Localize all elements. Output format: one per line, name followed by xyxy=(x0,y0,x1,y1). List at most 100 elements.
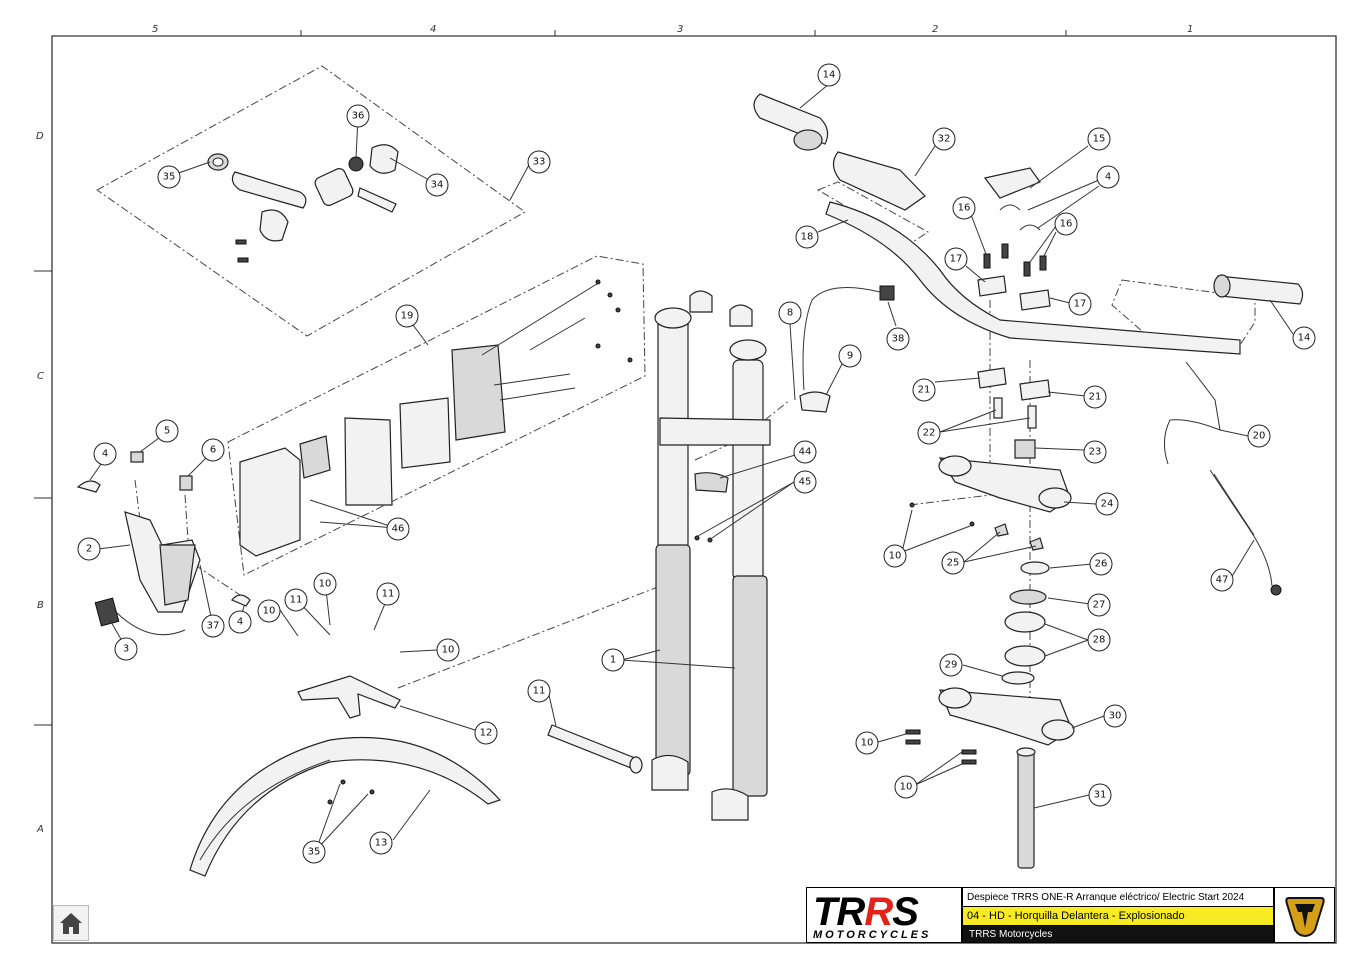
title-line: Despiece TRRS ONE-R Arranque eléctrico/ … xyxy=(962,887,1274,907)
callout-15: 15 xyxy=(1087,127,1111,151)
svg-text:46: 46 xyxy=(392,524,405,535)
svg-text:2: 2 xyxy=(86,544,92,555)
svg-text:10: 10 xyxy=(319,579,332,590)
svg-text:18: 18 xyxy=(801,232,814,243)
callout-32a: 32 xyxy=(932,127,956,151)
svg-text:4: 4 xyxy=(102,449,108,460)
svg-text:26: 26 xyxy=(1095,559,1108,570)
front-axle xyxy=(547,724,643,774)
svg-text:27: 27 xyxy=(1093,600,1106,611)
callout-5: 5 xyxy=(155,419,179,443)
svg-text:33: 33 xyxy=(533,157,546,168)
svg-text:30: 30 xyxy=(1109,711,1122,722)
svg-text:19: 19 xyxy=(401,311,414,322)
callout-22: 22 xyxy=(917,421,941,445)
callout-12: 12 xyxy=(474,721,498,745)
svg-text:10: 10 xyxy=(263,606,276,617)
svg-text:14: 14 xyxy=(823,70,836,81)
callout-10b: 10 xyxy=(855,731,879,755)
callout-1: 1 xyxy=(601,648,625,672)
svg-text:23: 23 xyxy=(1089,447,1102,458)
svg-text:3: 3 xyxy=(123,644,129,655)
svg-text:10: 10 xyxy=(900,782,913,793)
svg-text:36: 36 xyxy=(352,111,365,122)
svg-text:24: 24 xyxy=(1101,499,1114,510)
callout-27: 27 xyxy=(1087,593,1111,617)
svg-text:21: 21 xyxy=(918,385,931,396)
callout-35: 35 xyxy=(157,165,181,189)
callout-4b: 4 xyxy=(228,610,252,634)
svg-text:47: 47 xyxy=(1216,575,1229,586)
ruler-row-c: C xyxy=(37,371,44,382)
headlight-assembly xyxy=(76,451,251,636)
svg-text:5: 5 xyxy=(164,426,170,437)
callout-10c: 10 xyxy=(894,775,918,799)
callout-17b: 17 xyxy=(1068,292,1092,316)
svg-text:4: 4 xyxy=(237,617,243,628)
svg-text:9: 9 xyxy=(847,351,853,362)
callout-21a: 21 xyxy=(912,378,936,402)
callout-47: 47 xyxy=(1210,568,1234,592)
svg-text:32: 32 xyxy=(938,134,951,145)
callout-37: 37 xyxy=(201,614,225,638)
electrical-box-assembly xyxy=(239,279,633,557)
callout-28: 28 xyxy=(1087,628,1111,652)
ecu-group-outline xyxy=(227,255,646,576)
callout-32b: 33 xyxy=(527,150,551,174)
callout-38: 38 xyxy=(886,327,910,351)
callout-45: 45 xyxy=(793,470,817,494)
trrs-logo: TRRS MOTORCYCLES xyxy=(806,887,962,943)
svg-text:20: 20 xyxy=(1253,431,1266,442)
callout-19: 19 xyxy=(395,304,419,328)
svg-text:10: 10 xyxy=(861,738,874,749)
callout-3: 3 xyxy=(114,637,138,661)
svg-text:4: 4 xyxy=(1105,172,1111,183)
callout-7: 8 xyxy=(778,301,802,325)
callout-16b: 16 xyxy=(1054,212,1078,236)
svg-text:25: 25 xyxy=(947,558,960,569)
callout-10f: 10 xyxy=(257,599,281,623)
ruler-row-a: A xyxy=(37,824,44,835)
callout-14a: 14 xyxy=(817,63,841,87)
company-name: TRRS Motorcycles xyxy=(962,926,1274,943)
svg-text:35: 35 xyxy=(308,847,321,858)
callout-17a: 17 xyxy=(944,247,968,271)
svg-text:15: 15 xyxy=(1093,134,1106,145)
callout-group: 14 32 15 4 16 16 17 17 18 14 38 8 9 21 2… xyxy=(77,63,1316,864)
svg-text:13: 13 xyxy=(375,838,388,849)
svg-text:28: 28 xyxy=(1093,635,1106,646)
svg-text:10: 10 xyxy=(442,645,455,656)
svg-text:29: 29 xyxy=(945,660,958,671)
callout-4c: 4 xyxy=(93,442,117,466)
callout-9: 11 xyxy=(527,679,551,703)
ruler-row-d: D xyxy=(36,131,44,142)
callout-34: 36 xyxy=(346,104,370,128)
svg-text:6: 6 xyxy=(210,445,216,456)
ruler-col-2: 2 xyxy=(932,24,939,35)
steering-assembly xyxy=(905,439,1075,869)
callout-8: 9 xyxy=(838,344,862,368)
svg-text:21: 21 xyxy=(1089,392,1102,403)
svg-text:10: 10 xyxy=(889,551,902,562)
handlebar-assembly xyxy=(753,93,1304,429)
ruler-col-5: 5 xyxy=(152,24,159,35)
svg-text:34: 34 xyxy=(431,180,444,191)
svg-text:37: 37 xyxy=(207,621,220,632)
callout-44: 44 xyxy=(793,440,817,464)
callout-21b: 21 xyxy=(1083,385,1107,409)
callout-25: 25 xyxy=(941,551,965,575)
svg-text:35: 35 xyxy=(163,172,176,183)
ruler-ticks xyxy=(34,30,1336,726)
callout-2: 2 xyxy=(77,537,101,561)
callout-18: 18 xyxy=(795,225,819,249)
callout-30: 30 xyxy=(1103,704,1127,728)
callout-46: 46 xyxy=(386,517,410,541)
ruler-col-1: 1 xyxy=(1187,24,1194,35)
svg-text:22: 22 xyxy=(923,428,936,439)
home-button[interactable] xyxy=(53,905,89,941)
svg-text:11: 11 xyxy=(533,686,546,697)
ruler-col-4: 4 xyxy=(430,24,437,35)
throttle-assembly xyxy=(207,144,399,263)
svg-text:45: 45 xyxy=(799,477,812,488)
callout-29: 29 xyxy=(939,653,963,677)
